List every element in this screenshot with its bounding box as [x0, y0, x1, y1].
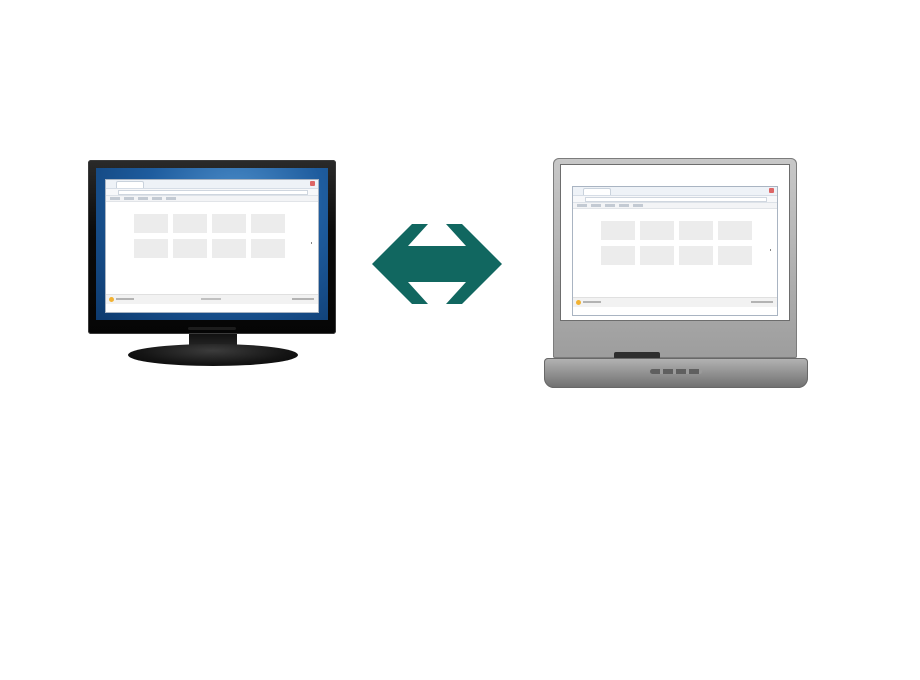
monitor-stand: [128, 344, 298, 366]
laptop-vent: [650, 369, 702, 374]
bookmark-item: [124, 197, 134, 200]
speed-dial-tile: [679, 221, 713, 240]
bookmark-item: [591, 204, 601, 207]
desktop-monitor: [88, 160, 336, 334]
browser-status-bar: [106, 294, 318, 304]
browser-logo-icon: [109, 297, 114, 302]
monitor-brand-bar: [188, 327, 236, 330]
address-bar: [573, 196, 777, 203]
speed-dial-tile: [640, 221, 674, 240]
speed-dial-tile: [251, 214, 285, 233]
speed-dial-tile: [640, 246, 674, 265]
status-text: [116, 298, 134, 300]
speed-dial-tile: [718, 221, 752, 240]
status-text: [292, 298, 314, 300]
bookmark-item: [633, 204, 643, 207]
status-text: [201, 298, 222, 300]
laptop-browser-window: [573, 187, 777, 315]
laptop-hinge: [614, 352, 660, 359]
laptop-screen: [561, 165, 789, 320]
speed-dial-tile: [173, 239, 207, 258]
speed-dial-tile: [134, 214, 168, 233]
browser-content: [573, 209, 777, 307]
address-bar: [106, 189, 318, 196]
speed-dial-tile: [679, 246, 713, 265]
speed-dial-tile: [601, 221, 635, 240]
browser-tab: [116, 181, 144, 188]
bookmark-item: [152, 197, 162, 200]
browser-status-bar: [573, 297, 777, 307]
speed-dial-tile: [134, 239, 168, 258]
bookmark-item: [138, 197, 148, 200]
speed-dial-grid: [601, 221, 752, 265]
speed-dial-tile: [251, 239, 285, 258]
speed-dial-tile: [601, 246, 635, 265]
desktop-browser-window: [106, 180, 318, 312]
close-icon: [769, 188, 774, 193]
bidirectional-arrow-icon: [372, 224, 502, 304]
speed-dial-tile: [212, 214, 246, 233]
browser-titlebar: [106, 180, 318, 189]
bookmark-item: [577, 204, 587, 207]
speed-dial-grid: [134, 214, 285, 258]
status-text: [583, 301, 601, 303]
speed-dial-tile: [718, 246, 752, 265]
scroll-marker: [311, 242, 312, 244]
bookmark-item: [166, 197, 176, 200]
bookmark-item: [110, 197, 120, 200]
bookmarks-bar: [106, 196, 318, 202]
address-field: [118, 190, 308, 195]
close-icon: [310, 181, 315, 186]
browser-titlebar: [573, 187, 777, 196]
address-field: [585, 197, 767, 202]
bookmark-item: [605, 204, 615, 207]
bookmarks-bar: [573, 203, 777, 209]
status-text: [751, 301, 773, 303]
bookmark-item: [619, 204, 629, 207]
scroll-marker: [770, 249, 771, 251]
arrow-shape: [372, 224, 502, 304]
speed-dial-tile: [173, 214, 207, 233]
browser-tab: [583, 188, 611, 195]
speed-dial-tile: [212, 239, 246, 258]
desktop-screen: [96, 168, 328, 320]
browser-logo-icon: [576, 300, 581, 305]
browser-content: [106, 202, 318, 304]
laptop-lid: [553, 158, 797, 358]
